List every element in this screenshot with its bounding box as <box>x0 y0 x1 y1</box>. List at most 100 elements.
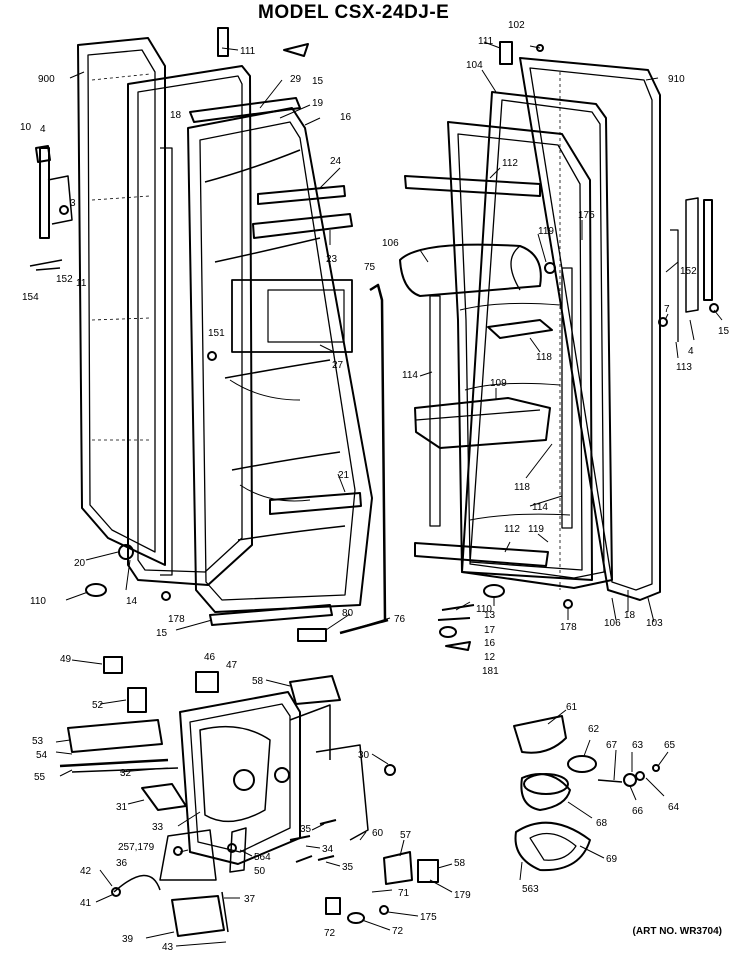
callout-72: 72 <box>392 926 404 937</box>
ice-crusher-parts <box>513 715 660 872</box>
callout-106: 106 <box>604 618 621 629</box>
callout-118: 118 <box>536 352 552 363</box>
callout-110: 110 <box>476 604 492 615</box>
callout-111: 111 <box>478 36 494 47</box>
callout-41: 41 <box>80 898 92 909</box>
callout-63: 63 <box>632 740 644 751</box>
callout-24: 24 <box>330 156 342 167</box>
callout-109: 109 <box>490 378 507 389</box>
callout-175: 175 <box>420 912 437 923</box>
callout-119: 119 <box>538 226 554 237</box>
callout-32: 32 <box>120 768 132 779</box>
callout-112: 112 <box>502 158 518 169</box>
callout-36: 36 <box>116 858 128 869</box>
diagram-title: MODEL CSX-24DJ-E <box>258 2 450 23</box>
callout-42: 42 <box>80 866 92 877</box>
callout-181: 181 <box>482 666 499 677</box>
callout-104: 104 <box>466 60 483 71</box>
callout-15: 15 <box>312 76 324 87</box>
callout-114: 114 <box>532 502 548 513</box>
callout-34: 34 <box>322 844 334 855</box>
callout-14: 14 <box>126 596 138 607</box>
callout-58: 58 <box>454 858 466 869</box>
callout-52: 52 <box>92 700 104 711</box>
callout-13: 13 <box>484 610 496 621</box>
callout-67: 67 <box>606 740 618 751</box>
callout-15: 15 <box>156 628 168 639</box>
callout-3: 3 <box>70 198 76 209</box>
callout-18: 18 <box>624 610 636 621</box>
callout-900: 900 <box>38 74 55 85</box>
callout-564: 564 <box>254 852 271 863</box>
callout-46: 46 <box>204 652 216 663</box>
callout-72: 72 <box>324 928 336 939</box>
callout-30: 30 <box>358 750 370 761</box>
callout-113: 113 <box>676 362 692 373</box>
callout-152: 152 <box>56 274 73 285</box>
freezer-shelves <box>189 97 362 626</box>
callout-47: 47 <box>226 660 238 671</box>
callout-4: 4 <box>40 124 46 135</box>
callout-labels: 900 111 29 15 19 18 16 10 4 3 152 11 154… <box>20 20 730 953</box>
callout-68: 68 <box>596 818 608 829</box>
callout-103: 103 <box>646 618 663 629</box>
callout-102: 102 <box>508 20 525 31</box>
callout-49: 49 <box>60 654 72 665</box>
callout-55: 55 <box>34 772 46 783</box>
callout-60: 60 <box>372 828 384 839</box>
callout-69: 69 <box>606 854 618 865</box>
callout-4: 4 <box>688 346 694 357</box>
dispenser-parts <box>59 656 439 937</box>
callout-175: 175 <box>578 210 595 221</box>
callout-106: 106 <box>382 238 399 249</box>
callout-7: 7 <box>664 304 670 315</box>
callout-65: 65 <box>664 740 676 751</box>
callout-21: 21 <box>338 470 350 481</box>
callout-50: 50 <box>254 866 266 877</box>
callout-43: 43 <box>162 942 174 953</box>
freezer-door-gasket <box>127 65 253 586</box>
callout-178: 178 <box>168 614 185 625</box>
fresh-food-door-panel <box>519 57 661 601</box>
callout-18: 18 <box>170 110 182 121</box>
callout-33: 33 <box>152 822 164 833</box>
callout-57: 57 <box>400 830 412 841</box>
callout-152: 152 <box>680 266 697 277</box>
freezer-door-liner <box>187 107 373 613</box>
callout-563: 563 <box>522 884 539 895</box>
callout-61: 61 <box>566 702 578 713</box>
callout-39: 39 <box>122 934 134 945</box>
callout-12: 12 <box>484 652 496 663</box>
callout-910: 910 <box>668 74 685 85</box>
callout-17: 17 <box>484 625 496 636</box>
callout-118: 118 <box>514 482 530 493</box>
callout-111: 111 <box>240 46 256 57</box>
callout-179: 179 <box>454 890 471 901</box>
callout-62: 62 <box>588 724 600 735</box>
callout-31: 31 <box>116 802 128 813</box>
fresh-food-shelves <box>399 175 573 567</box>
freezer-door-outer-panel <box>77 37 166 566</box>
callout-119: 119 <box>528 524 544 535</box>
callout-11: 11 <box>76 278 87 289</box>
callout-16: 16 <box>340 112 352 123</box>
callout-15: 15 <box>718 326 730 337</box>
callout-54: 54 <box>36 750 48 761</box>
freezer-hinge-parts <box>29 145 173 576</box>
callout-75: 75 <box>364 262 376 273</box>
callout-71: 71 <box>398 888 410 899</box>
freezer-small-parts <box>85 27 389 642</box>
callout-151: 151 <box>208 328 225 339</box>
callout-154: 154 <box>22 292 39 303</box>
fresh-food-door-liner <box>447 121 593 581</box>
callout-19: 19 <box>312 98 324 109</box>
callout-64: 64 <box>668 802 680 813</box>
callout-114: 114 <box>402 370 418 381</box>
callout-66: 66 <box>632 806 644 817</box>
callout-53: 53 <box>32 736 44 747</box>
callout-112: 112 <box>504 524 520 535</box>
callout-110: 110 <box>30 596 46 607</box>
callout-37: 37 <box>244 894 256 905</box>
